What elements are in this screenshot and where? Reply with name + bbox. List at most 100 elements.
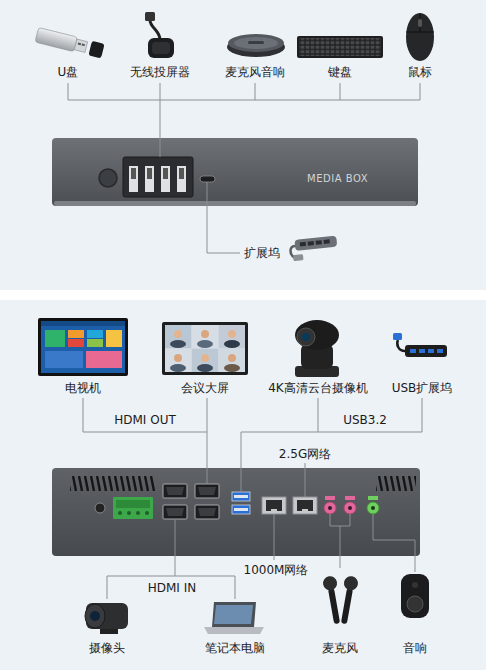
wireless-dongle-icon (152, 42, 170, 54)
usb-drive-icon (82, 43, 85, 46)
usb-drive-icon (88, 41, 104, 59)
keyboard-icon (297, 36, 383, 58)
media-box-rear (345, 496, 355, 500)
media-box-front (99, 169, 117, 187)
wire (207, 182, 240, 253)
meeting-screen-icon (197, 364, 213, 372)
wireless-dongle-icon (148, 38, 174, 58)
tv-icon (45, 351, 83, 368)
meeting-screen-icon (219, 325, 245, 348)
mouse-icon (406, 13, 434, 61)
usb-drive-icon (74, 39, 87, 52)
media-box-rear (371, 506, 375, 510)
device-label: 键盘 (328, 65, 352, 79)
meeting-screen-icon (170, 364, 186, 372)
tv-icon (87, 339, 103, 347)
tv-icon (86, 351, 122, 368)
speakerphone-icon (228, 34, 284, 52)
media-box-rear (166, 508, 184, 516)
device-label: 麦克风 (322, 641, 358, 655)
speakerphone-icon (234, 37, 278, 49)
port-label: 2.5G网络 (279, 447, 331, 461)
tv-icon (68, 330, 84, 338)
ptz-camera-icon (295, 320, 339, 377)
media-box-rear (70, 476, 156, 491)
usb-hub-icon (437, 349, 443, 353)
usb-hub-icon (397, 340, 405, 351)
media-box-rear (368, 496, 378, 500)
device-label: USB扩展坞 (392, 381, 453, 395)
media-box-rear (198, 487, 216, 495)
keyboard-icon (297, 36, 383, 58)
webcam-icon (100, 629, 118, 634)
meeting-screen-icon (162, 322, 248, 375)
dock-icon (300, 242, 306, 247)
usb-hub-icon (393, 333, 447, 357)
meeting-screen-icon (174, 354, 182, 362)
usb-hub-icon (405, 345, 447, 357)
device-label: 音响 (403, 641, 427, 655)
tv-icon (45, 330, 65, 347)
usb-hub-icon (393, 333, 402, 340)
media-box-rear (344, 502, 356, 514)
media-box-rear (52, 468, 420, 556)
microphone-icon (328, 588, 340, 624)
ptz-camera-icon (297, 328, 315, 346)
device-label: 无线投屏器 (130, 65, 190, 79)
media-box-rear (325, 496, 335, 500)
media-box-rear (348, 506, 352, 510)
mouse-icon (406, 13, 434, 61)
media-box-rear (127, 511, 131, 515)
usb-drive-icon (35, 27, 77, 51)
media-box-rear (297, 500, 313, 511)
usb-drive-icon (78, 42, 81, 45)
media-box-rear (232, 492, 250, 501)
meeting-screen-icon (201, 354, 209, 362)
tv-icon (38, 318, 128, 376)
meeting-screen-icon (197, 340, 213, 348)
media-box-rear (52, 468, 420, 556)
meeting-screen-icon (192, 325, 218, 348)
media-box-front (131, 168, 136, 179)
media-box-front (145, 166, 154, 192)
wire (68, 83, 420, 253)
media-box-rear (293, 497, 317, 514)
media-box-rear (113, 497, 153, 519)
wire (107, 520, 235, 599)
dock-icon (293, 254, 304, 261)
laptop-icon (204, 627, 264, 634)
meeting-screen-icon (201, 330, 209, 338)
meeting-screen-icon (174, 330, 182, 338)
meeting-screen-icon (165, 325, 245, 372)
wire (68, 83, 420, 157)
media-box-rear (163, 484, 187, 498)
device-label: 鼠标 (408, 65, 432, 79)
media-box-front (52, 138, 418, 206)
dock-icon (324, 239, 330, 244)
wire (305, 463, 306, 497)
tv-icon (41, 321, 125, 373)
media-box-rear (262, 497, 286, 514)
tv-icon (87, 330, 103, 338)
meeting-screen-icon (219, 349, 245, 372)
media-box-rear (166, 487, 184, 495)
media-box-rear (234, 495, 248, 498)
media-box-front (129, 166, 138, 192)
laptop-icon (214, 605, 253, 624)
dock-icon (289, 236, 338, 262)
wire (83, 398, 207, 484)
wireless-dongle-icon (150, 20, 160, 40)
device-housing: MEDIA BOX (52, 138, 418, 206)
meeting-screen-icon (170, 340, 186, 348)
meeting-screen-icon (165, 349, 191, 372)
speakerphone-icon (248, 41, 264, 44)
wire (241, 398, 422, 492)
microphone-icon (337, 575, 359, 625)
laptop-icon (212, 602, 256, 627)
dock-icon (316, 240, 322, 245)
device-brand-text: MEDIA BOX (307, 173, 368, 185)
tv-icon (68, 339, 84, 347)
microphone-icon (322, 575, 344, 625)
